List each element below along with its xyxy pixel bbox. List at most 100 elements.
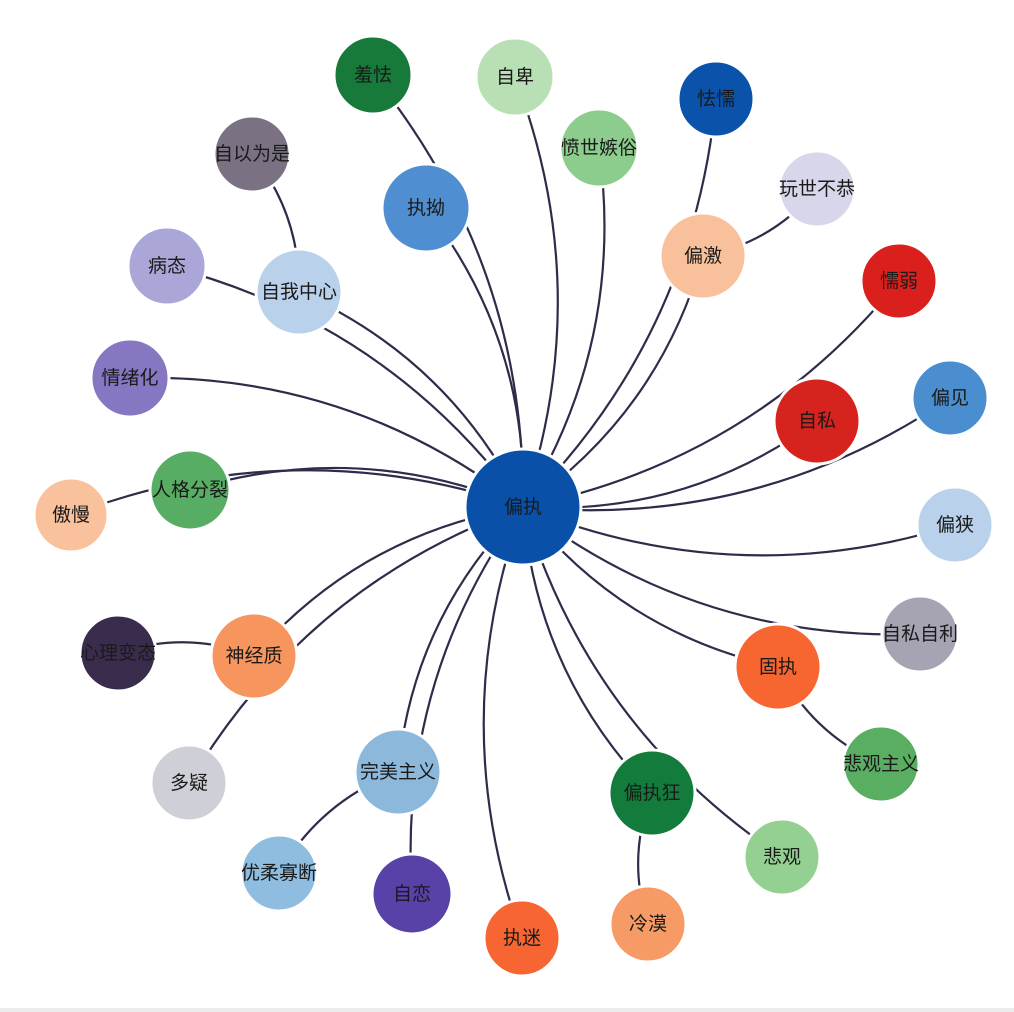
graph-node[interactable]: 羞怯: [332, 34, 414, 116]
node-circle[interactable]: [676, 59, 756, 139]
node-label: 自我中心: [261, 281, 337, 303]
node-label: 偏狭: [936, 514, 974, 536]
center-node[interactable]: 偏执: [463, 447, 583, 567]
node-label: 多疑: [170, 772, 208, 794]
graph-node[interactable]: 自私: [772, 376, 862, 466]
graph-node[interactable]: 偏激: [658, 211, 748, 301]
graph-node[interactable]: 神经质: [209, 611, 299, 701]
node-circle[interactable]: [332, 34, 414, 116]
node-circle[interactable]: [254, 247, 344, 337]
graph-node[interactable]: 怯懦: [676, 59, 756, 139]
node-label: 懦弱: [880, 270, 918, 292]
node-label: 羞怯: [354, 64, 392, 86]
node-circle[interactable]: [742, 817, 822, 897]
graph-node[interactable]: 心理变态: [78, 613, 158, 693]
edge-line: [69, 469, 525, 517]
graph-node[interactable]: 懦弱: [859, 241, 939, 321]
node-label: 傲慢: [52, 504, 90, 526]
graph-node[interactable]: 自以为是: [212, 114, 292, 194]
node-circle[interactable]: [370, 852, 454, 936]
node-circle[interactable]: [915, 485, 995, 565]
node-circle[interactable]: [380, 162, 472, 254]
node-label: 心理变态: [80, 642, 156, 664]
node-circle[interactable]: [212, 114, 292, 194]
node-circle[interactable]: [148, 448, 232, 532]
node-label: 偏执: [504, 496, 542, 518]
node-label: 执迷: [503, 927, 541, 949]
node-circle[interactable]: [772, 376, 862, 466]
graph-node[interactable]: 执迷: [482, 898, 562, 978]
node-label: 固执: [759, 656, 797, 678]
node-label: 优柔寡断: [241, 862, 317, 884]
graph-node[interactable]: 冷漠: [608, 884, 688, 964]
node-circle[interactable]: [78, 613, 158, 693]
edge-line: [521, 97, 718, 509]
edge-line: [482, 505, 525, 940]
graph-node[interactable]: 玩世不恭: [777, 149, 857, 229]
node-label: 偏见: [931, 387, 969, 409]
node-label: 执拗: [407, 197, 445, 219]
node-circle[interactable]: [239, 833, 319, 913]
node-label: 自卑: [496, 66, 534, 88]
node-label: 悲观主义: [843, 753, 919, 775]
node-circle[interactable]: [474, 36, 556, 118]
node-circle[interactable]: [353, 727, 443, 817]
graph-node[interactable]: 固执: [733, 622, 823, 712]
node-label: 怯懦: [697, 88, 735, 110]
node-label: 自私: [798, 410, 836, 432]
node-circle[interactable]: [149, 743, 229, 823]
node-circle[interactable]: [658, 211, 748, 301]
edge-line: [165, 264, 525, 509]
node-label: 玩世不恭: [779, 178, 855, 200]
node-label: 人格分裂: [152, 479, 228, 501]
graph-node[interactable]: 自恋: [370, 852, 454, 936]
node-label: 自以为是: [214, 143, 290, 165]
graph-node[interactable]: 傲慢: [32, 476, 110, 554]
graph-node[interactable]: 悲观主义: [841, 724, 921, 804]
graph-node[interactable]: 完美主义: [353, 727, 443, 817]
node-circle[interactable]: [733, 622, 823, 712]
node-circle[interactable]: [880, 594, 960, 674]
edge-line: [513, 75, 559, 509]
graph-node[interactable]: 优柔寡断: [239, 833, 319, 913]
node-circle[interactable]: [463, 447, 583, 567]
node-circle[interactable]: [482, 898, 562, 978]
graph-node[interactable]: 情绪化: [89, 337, 171, 419]
node-circle[interactable]: [32, 476, 110, 554]
graph-node[interactable]: 自我中心: [254, 247, 344, 337]
node-circle[interactable]: [859, 241, 939, 321]
graph-node[interactable]: 愤世嫉俗: [558, 107, 640, 189]
node-label: 完美主义: [360, 761, 436, 783]
node-label: 悲观: [763, 846, 801, 868]
graph-node[interactable]: 偏执狂: [607, 748, 697, 838]
graph-node[interactable]: 自卑: [474, 36, 556, 118]
graph-node[interactable]: 人格分裂: [148, 448, 232, 532]
node-label: 偏激: [684, 245, 722, 267]
edge-line: [187, 505, 525, 785]
graph-node[interactable]: 自私自利: [880, 594, 960, 674]
graph-node[interactable]: 悲观: [742, 817, 822, 897]
node-label: 病态: [148, 255, 186, 277]
node-circle[interactable]: [558, 107, 640, 189]
node-circle[interactable]: [126, 225, 208, 307]
graph-node[interactable]: 病态: [126, 225, 208, 307]
node-circle[interactable]: [89, 337, 171, 419]
bottom-divider: [0, 1008, 1014, 1012]
node-circle[interactable]: [841, 724, 921, 804]
graph-node[interactable]: 偏见: [910, 358, 990, 438]
node-circle[interactable]: [777, 149, 857, 229]
node-label: 情绪化: [101, 367, 158, 389]
node-label: 自私自利: [882, 623, 958, 645]
graph-node[interactable]: 执拗: [380, 162, 472, 254]
node-circle[interactable]: [607, 748, 697, 838]
node-circle[interactable]: [910, 358, 990, 438]
node-circle[interactable]: [608, 884, 688, 964]
graph-node[interactable]: 多疑: [149, 743, 229, 823]
node-circle[interactable]: [209, 611, 299, 701]
graph-node[interactable]: 偏狭: [915, 485, 995, 565]
edge-line: [521, 279, 901, 509]
node-label: 冷漠: [629, 913, 667, 935]
node-label: 偏执狂: [623, 782, 680, 804]
